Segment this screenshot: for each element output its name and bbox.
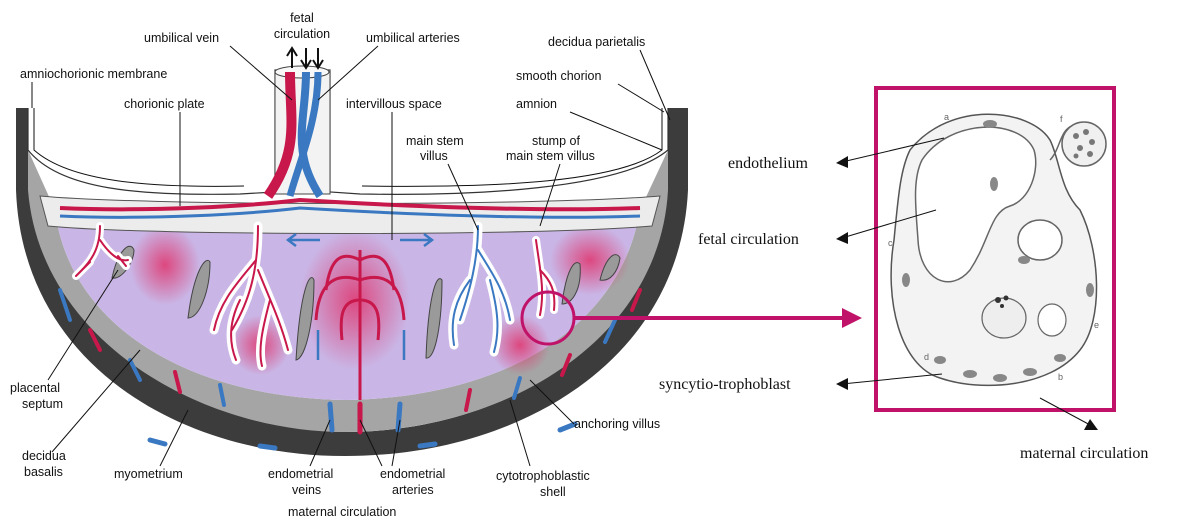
label-fetal-circulation: fetal circulation [698,231,799,248]
villus-bud [1062,122,1106,166]
down-arrow-icon [313,48,323,68]
label-maternal-circulation-villus: maternal circulation [1020,445,1148,462]
label-endometrial-veins: endometrial [268,467,333,481]
label-decidua-basalis: decidua [22,449,66,463]
label-amnion: amnion [516,97,557,111]
villus-zoom-panel: a b c d e f [876,88,1114,410]
label-umbilical-vein: umbilical vein [144,31,219,45]
letter-d: d [924,352,929,362]
label-chorionic-plate: chorionic plate [124,97,205,111]
label-main-stem-villus-2: villus [420,149,448,163]
label-endometrial-arteries-2: arteries [392,483,434,497]
arrow-left-icon [836,156,848,168]
capillary-small [1018,220,1062,260]
letter-b: b [1058,372,1063,382]
label-stump-2: main stem villus [506,149,595,163]
label-placental-septum: placental [10,381,60,395]
arrow-right-icon [842,308,862,328]
label-intervillous-space: intervillous space [346,97,442,111]
label-placental-septum-2: septum [22,397,63,411]
label-endometrial-veins-2: veins [292,483,321,497]
umbilical-cord [268,48,330,196]
label-maternal-circulation: maternal circulation [288,505,396,519]
down-arrow-icon [301,48,311,68]
amniotic-cavity [28,70,668,194]
label-amniochorionic-membrane: amniochorionic membrane [20,67,167,81]
arrow-left-icon [836,232,848,244]
label-decidua-basalis-2: basalis [24,465,63,479]
label-endothelium: endothelium [728,155,809,172]
label-decidua-parietalis: decidua parietalis [548,35,645,49]
arrow-down-right-icon [1084,419,1098,430]
label-stump: stump of [532,134,580,148]
letter-e: e [1094,320,1099,330]
label-main-stem-villus: main stem [406,134,464,148]
label-syncytio-trophoblast: syncytio-trophoblast [659,376,791,393]
up-arrow-icon [287,48,297,68]
label-circulation: circulation [274,27,330,41]
letter-a: a [944,112,949,122]
cell-nucleus [982,298,1026,338]
arrow-left-icon [836,378,848,390]
label-cytotrophoblastic-2: shell [540,485,566,499]
label-cytotrophoblastic: cytotrophoblastic [496,469,590,483]
label-smooth-chorion: smooth chorion [516,69,602,83]
label-fetal: fetal [290,11,314,25]
label-anchoring-villus: anchoring villus [574,417,660,431]
label-endometrial-arteries: endometrial [380,467,445,481]
letter-c: c [888,238,893,248]
label-myometrium: myometrium [114,467,183,481]
label-umbilical-arteries: umbilical arteries [366,31,460,45]
